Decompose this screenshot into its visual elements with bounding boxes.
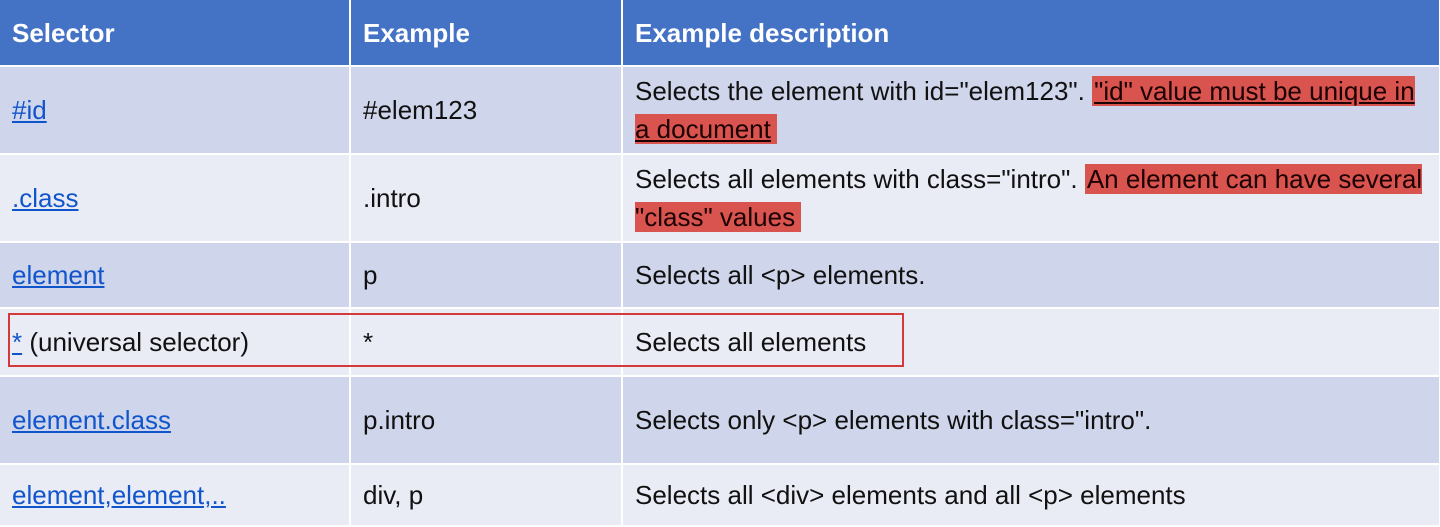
table-row-grouping: element,element,.. div, p Selects all <d… xyxy=(0,464,1440,527)
selector-cell: element.class xyxy=(0,376,351,465)
description-cell: Selects all elements xyxy=(622,308,1440,377)
selector-link-grouping[interactable]: element,element,.. xyxy=(12,480,226,510)
example-cell: p.intro xyxy=(350,376,623,465)
example-cell: * xyxy=(350,308,623,377)
description-cell: Selects the element with id="elem123". "… xyxy=(622,66,1440,155)
description-cell: Selects only <p> elements with class="in… xyxy=(622,376,1440,465)
col-header-selector: Selector xyxy=(0,0,351,67)
description-cell: Selects all <div> elements and all <p> e… xyxy=(622,464,1440,527)
description-text: Selects all elements with class="intro". xyxy=(635,164,1078,194)
selector-cell: * (universal selector) xyxy=(0,308,351,377)
selector-cell: .class xyxy=(0,154,351,243)
selector-link-id[interactable]: #id xyxy=(12,95,47,125)
example-cell: .intro xyxy=(350,154,623,243)
selector-note: (universal selector) xyxy=(22,327,249,357)
example-cell: div, p xyxy=(350,464,623,527)
table-row-class: .class .intro Selects all elements with … xyxy=(0,154,1440,243)
table-row-universal: * (universal selector) * Selects all ele… xyxy=(0,308,1440,377)
col-header-description: Example description xyxy=(622,0,1440,67)
description-cell: Selects all <p> elements. xyxy=(622,242,1440,309)
selector-link-element[interactable]: element xyxy=(12,260,105,290)
table-row-element-class: element.class p.intro Selects only <p> e… xyxy=(0,376,1440,465)
header-row: Selector Example Example description xyxy=(0,0,1440,67)
col-header-example: Example xyxy=(350,0,623,67)
description-text: Selects the element with id="elem123". xyxy=(635,76,1085,106)
description-cell: Selects all elements with class="intro".… xyxy=(622,154,1440,243)
selector-link-class[interactable]: .class xyxy=(12,183,79,213)
table-row-element: element p Selects all <p> elements. xyxy=(0,242,1440,309)
example-cell: p xyxy=(350,242,623,309)
selector-link-element-class[interactable]: element.class xyxy=(12,405,171,435)
example-cell: #elem123 xyxy=(350,66,623,155)
selector-cell: element,element,.. xyxy=(0,464,351,527)
table-row-id: #id #elem123 Selects the element with id… xyxy=(0,66,1440,155)
selector-link-universal[interactable]: * xyxy=(12,327,23,357)
selector-cell: element xyxy=(0,242,351,309)
selector-cell: #id xyxy=(0,66,351,155)
